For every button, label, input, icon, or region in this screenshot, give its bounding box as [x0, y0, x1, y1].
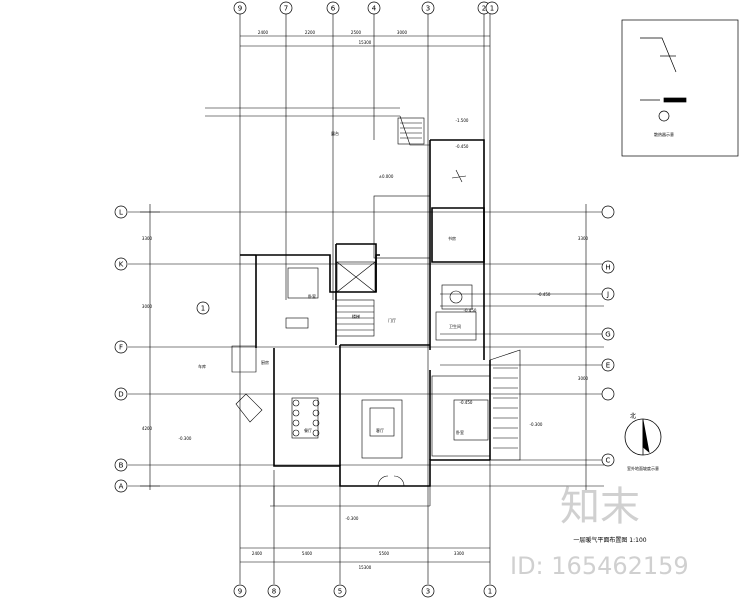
axis-top-6: 6	[331, 5, 336, 13]
dim-bottom-3: 5500	[379, 551, 390, 556]
level-8: -0.300	[530, 422, 543, 427]
axis-top-3: 3	[426, 5, 430, 13]
axis-top-4: 4	[372, 5, 377, 13]
level-4: -0.300	[179, 436, 192, 441]
room-bedroom-b: 卧室	[456, 429, 464, 435]
axis-right-c: C	[606, 457, 611, 465]
axis-bottom-1: 1	[488, 588, 492, 596]
room-toilet: 卫生间	[449, 323, 461, 329]
watermark-brand: 知末	[560, 484, 640, 530]
dim-top-total: 15300	[359, 40, 372, 45]
axis-right-j: J	[606, 291, 609, 299]
room-living: 客厅	[376, 427, 384, 433]
axis-bottom-3: 3	[426, 588, 430, 596]
dim-left-2: 3000	[142, 304, 153, 309]
dim-top-4: 3000	[397, 30, 408, 35]
legend-caption: 散热器示意	[654, 131, 674, 137]
dim-right-2: 3000	[578, 376, 589, 381]
room-stair: 楼梯	[352, 313, 360, 319]
level-3: ±0.000	[379, 174, 394, 179]
dim-top-2: 2200	[305, 30, 316, 35]
axis-bottom-9: 9	[238, 588, 242, 596]
room-kitchen: 厨房	[261, 359, 269, 365]
dim-top-1: 2400	[258, 30, 269, 35]
watermark-id: ID: 165462159	[510, 552, 689, 580]
dim-left-3: 4200	[142, 426, 153, 431]
north-caption: 室外地面坡度示意	[627, 465, 659, 471]
level-7: -0.450	[464, 308, 477, 313]
dim-left-1: 3300	[142, 236, 153, 241]
axis-top-2: 2	[482, 5, 486, 13]
axis-left-d: D	[118, 391, 123, 399]
axis-top-9: 9	[238, 5, 242, 13]
axis-right-e: E	[606, 362, 610, 370]
room-dining: 餐厅	[304, 427, 312, 433]
dim-bottom-4: 3300	[454, 551, 465, 556]
plan-title: 一层暖气平面布置图 1:100	[573, 536, 646, 544]
axis-left-a: A	[119, 483, 124, 491]
axis-bottom-8: 8	[272, 588, 276, 596]
dim-bottom-1: 2400	[252, 551, 263, 556]
dim-top-3: 2500	[351, 30, 362, 35]
axis-left-f: F	[119, 344, 123, 352]
north-label: 北	[630, 412, 636, 420]
axis-top-7: 7	[284, 5, 288, 13]
room-bedroom-a: 卧室	[308, 293, 316, 299]
room-terrace: 车库	[198, 363, 206, 369]
room-study: 书房	[448, 235, 456, 241]
level-1: -1.500	[456, 118, 469, 123]
room-entry: 门厅	[388, 317, 396, 323]
level-6: -0.300	[346, 516, 359, 521]
axis-top-1: 1	[490, 5, 494, 13]
dim-bottom-total: 15300	[359, 565, 372, 570]
axis-left-b: B	[119, 462, 124, 470]
callout-bubble-label: 1	[201, 305, 205, 313]
axis-left-k: K	[119, 261, 124, 269]
axis-right-h: H	[605, 264, 610, 272]
level-2: -0.450	[456, 144, 469, 149]
dim-bottom-2: 5400	[302, 551, 313, 556]
axis-bottom-5: 5	[338, 588, 342, 596]
axis-right-g: G	[605, 331, 610, 339]
dim-right-1: 3300	[578, 236, 589, 241]
level-5: -0.450	[460, 400, 473, 405]
room-garage: 露台	[331, 130, 339, 136]
level-9: -0.450	[538, 292, 551, 297]
axis-left-l: L	[119, 209, 123, 217]
